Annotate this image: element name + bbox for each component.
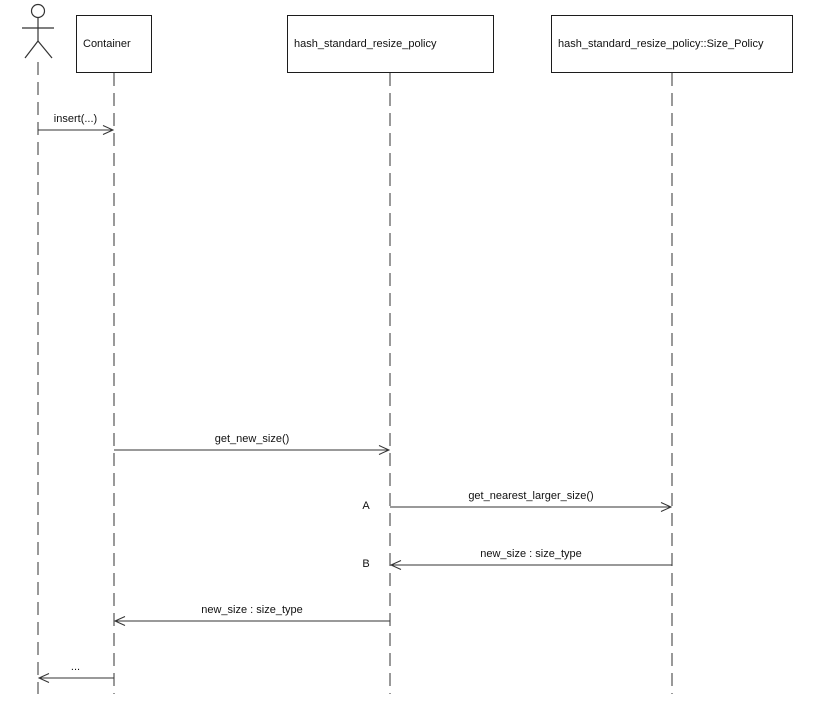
message-arrow-insert [38, 125, 115, 135]
sequence-marker-b: B [362, 558, 370, 570]
message-label-get-new-size: get_new_size() [214, 433, 290, 445]
actor-stick-figure-icon [22, 3, 54, 59]
message-label-return-to-actor: ... [70, 661, 81, 673]
message-label-get-nearest-larger-size: get_nearest_larger_size() [468, 490, 594, 502]
message-arrow-get-new-size [114, 445, 391, 455]
participant-box-size-policy: hash_standard_resize_policy::Size_Policy [551, 15, 793, 73]
participant-label-hash-standard-resize-policy: hash_standard_resize_policy [294, 38, 437, 50]
sequence-marker-a: A [362, 500, 370, 512]
message-arrow-return-new-size-to-policy [389, 560, 672, 570]
message-arrow-get-nearest-larger-size [390, 502, 673, 512]
message-arrow-return-new-size-to-container [113, 616, 390, 626]
message-arrow-return-to-actor [37, 673, 114, 683]
participant-label-container: Container [83, 38, 131, 50]
message-label-return-new-size-to-policy: new_size : size_type [480, 548, 582, 560]
participant-box-hash-standard-resize-policy: hash_standard_resize_policy [287, 15, 494, 73]
participant-label-size-policy: hash_standard_resize_policy::Size_Policy [558, 38, 764, 50]
message-label-insert: insert(...) [53, 113, 98, 125]
participant-box-container: Container [76, 15, 152, 73]
message-label-return-new-size-to-container: new_size : size_type [201, 604, 303, 616]
